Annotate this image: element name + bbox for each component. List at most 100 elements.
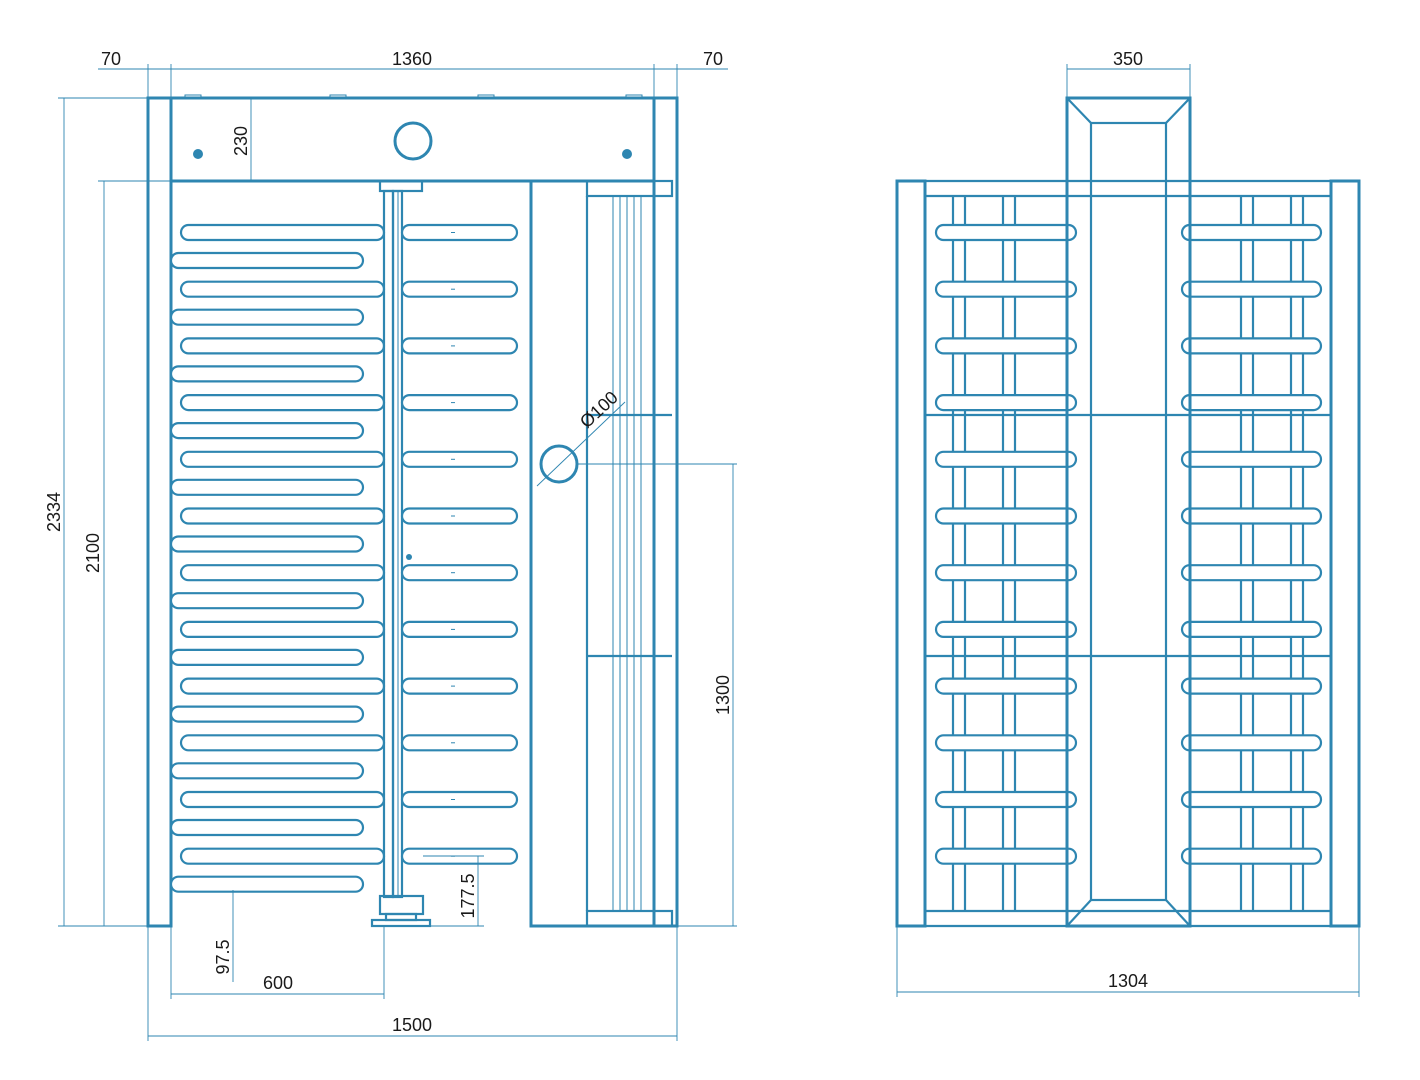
side-arm-bar-left — [934, 507, 1078, 525]
left-fixed-bar — [179, 620, 386, 639]
rotor-arms — [400, 223, 519, 865]
dim-left-gate-width: 600 — [170, 926, 385, 999]
right-panel-foot — [585, 909, 674, 928]
dim-bottom-clearance: 97.5 — [213, 890, 234, 982]
dim-rotor-height-label: 2100 — [83, 533, 103, 573]
left-fixed-bar — [179, 280, 386, 298]
left-fixed-bar — [179, 337, 386, 355]
left-fixed-bar — [179, 223, 386, 242]
side-arm-bar-left — [934, 734, 1078, 752]
right-panel-cap — [585, 179, 674, 198]
left-fixed-bar — [179, 564, 386, 582]
left-fixed-bar — [179, 847, 386, 865]
side-center-column — [1065, 96, 1192, 928]
dim-top-widths: 70 1360 70 — [98, 49, 728, 98]
dim-side-total-width: 1304 — [896, 926, 1360, 997]
front-view: 70 1360 70 230 2334 2100 1300 — [44, 49, 737, 1041]
rotor-arm — [400, 394, 519, 412]
left-fixed-bar — [179, 507, 386, 525]
side-arm-bar-left — [934, 790, 1078, 809]
left-fixed-bar — [169, 251, 365, 270]
left-fixed-bar — [169, 422, 365, 440]
left-fixed-bar — [169, 705, 365, 723]
rotor-arm — [400, 223, 519, 242]
side-arm-bar-right — [1180, 677, 1323, 695]
dim-top-beam-height: 230 — [231, 126, 251, 156]
left-fixed-bar — [179, 734, 386, 752]
side-arm-bar-left — [934, 280, 1078, 298]
top-beam-studs — [184, 94, 643, 100]
side-arm-bar-right — [1180, 394, 1323, 412]
dim-axis-height: 1300 — [577, 463, 737, 927]
side-arm-bar-left — [934, 564, 1078, 582]
rotor-arm — [400, 507, 519, 525]
dim-side-top-width: 350 — [1066, 49, 1191, 98]
dim-arm-gap-label: 177.5 — [458, 873, 478, 918]
side-arm-bar-left — [934, 450, 1078, 468]
side-right-post — [1329, 179, 1361, 928]
side-arm-bar-right — [1180, 223, 1323, 242]
side-arm-bar-right — [1180, 620, 1323, 639]
left-fixed-bar — [169, 308, 365, 326]
left-fixed-bar — [179, 677, 386, 695]
dim-total-height: 2334 — [44, 97, 148, 927]
side-arm-bar-right — [1180, 847, 1323, 865]
left-fixed-bar — [169, 535, 365, 553]
left-fixed-bar — [179, 790, 386, 809]
rotor-arm — [400, 337, 519, 355]
side-arm-bar-left — [934, 847, 1078, 865]
side-left-post — [895, 179, 927, 928]
side-arm-bar-right — [1180, 734, 1323, 752]
dim-arm-gap: 177.5 — [423, 855, 484, 927]
rotor-arm — [400, 790, 519, 809]
dim-axis-height-label: 1300 — [713, 675, 733, 715]
left-fixed-bar — [179, 450, 386, 468]
dim-side-total-width-label: 1304 — [1108, 971, 1148, 991]
side-arm-bar-left — [934, 677, 1078, 695]
dim-inner-width: 1360 — [392, 49, 432, 69]
dim-right-post-width: 70 — [703, 49, 723, 69]
left-fixed-bar — [169, 365, 365, 383]
rotor-arm — [400, 620, 519, 639]
dim-side-top-width-label: 350 — [1113, 49, 1143, 69]
side-arm-bar-left — [934, 223, 1078, 242]
rotor-shaft — [370, 179, 432, 928]
side-arm-bar-left — [934, 394, 1078, 412]
left-fixed-bar — [169, 478, 365, 496]
left-post — [146, 96, 173, 928]
dim-button-diameter: Ø100 — [536, 387, 626, 487]
side-arm-bar-right — [1180, 507, 1323, 525]
dim-bottom-clearance-label: 97.5 — [213, 939, 233, 974]
side-arm-bar-right — [1180, 337, 1323, 355]
left-fixed-bar — [169, 818, 365, 837]
right-post — [652, 96, 679, 928]
left-fixed-bar — [169, 762, 365, 780]
side-arm-bars — [934, 223, 1323, 865]
right-panel — [529, 179, 656, 928]
dim-button-diameter-label: Ø100 — [576, 387, 622, 432]
right-panel-rails — [585, 196, 672, 911]
dim-left-post-width: 70 — [101, 49, 121, 69]
left-fixed-bars — [169, 223, 386, 893]
side-arm-bar-left — [934, 620, 1078, 639]
dim-total-height-label: 2334 — [44, 492, 64, 532]
left-beam-dot — [193, 149, 203, 159]
rotor-arm — [400, 564, 519, 582]
dim-left-gate-width-label: 600 — [263, 973, 293, 993]
left-fixed-bar — [169, 648, 365, 667]
dim-beam-height: 230 — [231, 98, 252, 181]
dim-rotor-height: 2100 — [83, 180, 171, 926]
rotor-arm — [400, 734, 519, 752]
rotor-arm — [400, 450, 519, 468]
side-arm-bar-right — [1180, 450, 1323, 468]
rotor-arm — [400, 677, 519, 695]
rotor-arm — [400, 280, 519, 298]
left-fixed-bar — [169, 875, 365, 893]
side-arm-bar-right — [1180, 790, 1323, 809]
side-arm-bar-right — [1180, 280, 1323, 298]
beam-light-indicator — [393, 121, 433, 161]
left-fixed-bar — [179, 394, 386, 412]
right-beam-dot — [622, 149, 632, 159]
side-arm-bar-right — [1180, 564, 1323, 582]
side-arm-bar-left — [934, 337, 1078, 355]
